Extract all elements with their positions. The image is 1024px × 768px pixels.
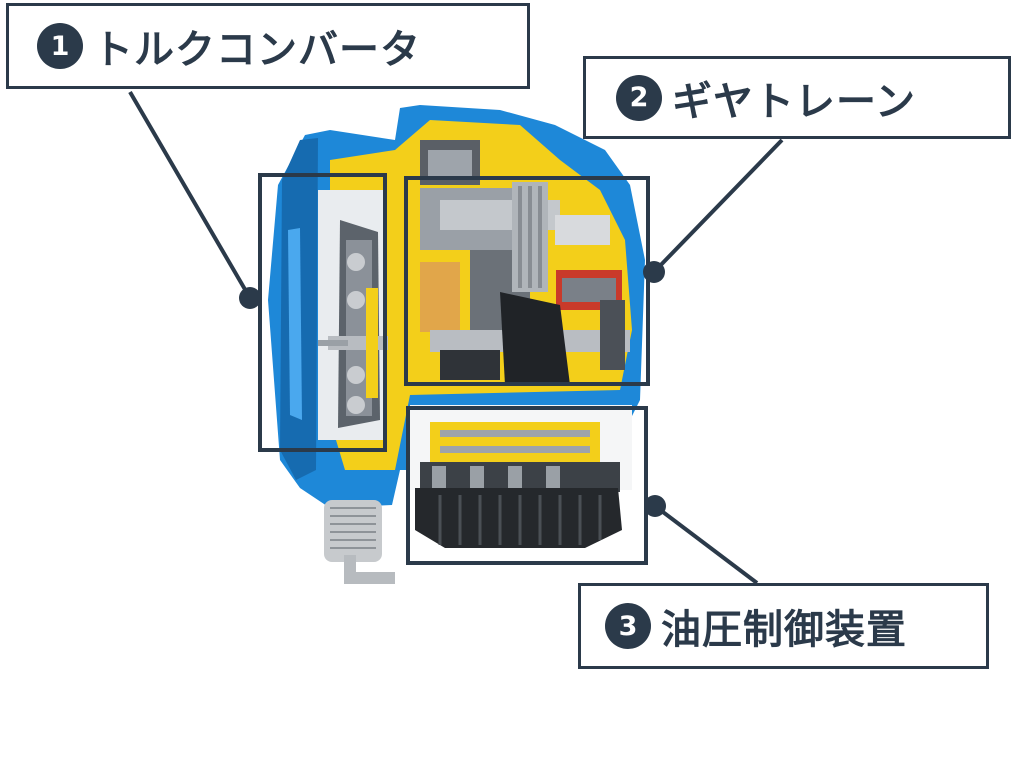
leader-dot-1 [239,287,261,309]
callout-text: ギヤトレーン [672,78,916,125]
callout-text: 油圧制御装置 [661,607,907,653]
hydraulic-control-graphic [410,405,632,548]
callout-number: 2 [616,74,662,121]
callout-torque-converter: 1 トルクコンバータ [6,3,530,89]
callout-gear-train: 2 ギヤトレーン [583,56,1011,139]
leader-line-1 [128,90,252,300]
callout-text: トルクコンバータ [93,27,421,73]
leader-line-2 [652,138,784,274]
torque-converter-graphic [318,190,388,440]
callout-hydraulic-control: 3 油圧制御装置 [578,583,989,669]
frame-hydraulic-control [406,406,648,565]
callout-number: 1 [37,23,83,69]
leader-line-3 [653,504,759,585]
leader-dot-3 [644,495,666,517]
frame-torque-converter [258,173,387,452]
oil-cooler-graphic [324,500,395,584]
leader-dot-2 [643,261,665,283]
callout-number: 3 [605,603,651,649]
gear-train-graphic [420,140,630,385]
